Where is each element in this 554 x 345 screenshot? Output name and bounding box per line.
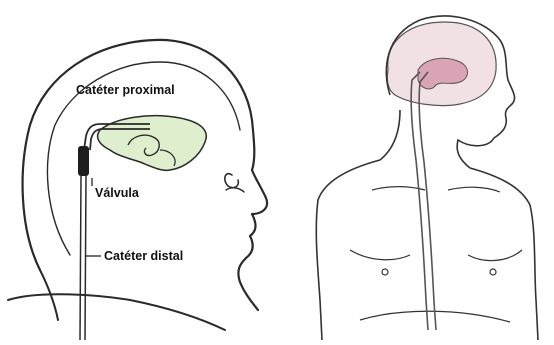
valve-body — [78, 146, 89, 176]
adult-nipple-left — [382, 269, 388, 275]
adult-collarbones — [372, 187, 500, 192]
adult-neck-back — [380, 110, 400, 160]
child-eye — [226, 188, 244, 192]
adult-nipple-right — [490, 269, 496, 275]
valve-label: Válvula — [95, 186, 139, 200]
distal-catheter-label: Catéter distal — [104, 249, 183, 263]
child-shoulder — [8, 294, 225, 330]
child-head-outline — [23, 40, 267, 310]
adult-chest — [350, 250, 522, 261]
distal-catheter-tube — [80, 176, 81, 340]
proximal-catheter-label: Catéter proximal — [76, 83, 175, 97]
adult-panel — [316, 16, 538, 340]
child-ear — [225, 174, 239, 188]
